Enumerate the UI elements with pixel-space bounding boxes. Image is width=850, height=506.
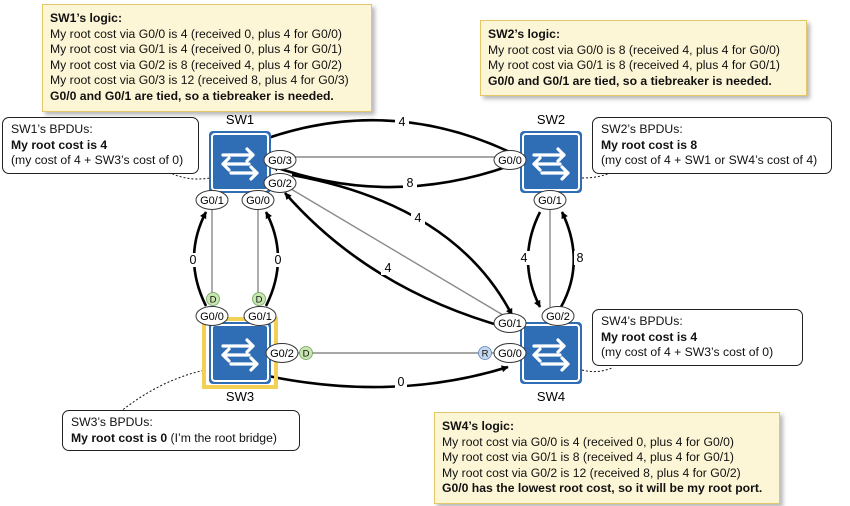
port-sw2-g01[interactable]: G0/1 <box>533 190 567 210</box>
sw4-logic-line: My root cost via G0/2 is 12 (received 8,… <box>442 465 741 480</box>
switch-sw3[interactable]: SW3 <box>202 317 278 404</box>
sw4-bpdus-callout: SW4’s BPDUs: My root cost is 4 (my cost … <box>592 309 803 366</box>
switch-sw2[interactable]: SW2 <box>518 112 584 195</box>
cost-label-sw4-to-sw1: 4 <box>385 261 392 275</box>
sw2-logic-note: SW2’s logic: My root cost via G0/0 is 8 … <box>480 20 807 97</box>
cost-label-sw1-to-sw2: 4 <box>399 115 406 129</box>
svg-text:G0/1: G0/1 <box>538 195 562 207</box>
port-sw3-g00[interactable]: G0/0 <box>195 306 229 326</box>
designated-port-badge-sw3-g00: D <box>206 292 220 306</box>
svg-text:G0/0: G0/0 <box>200 311 224 323</box>
sw2-bpdus-title: SW2’s BPDUs: <box>601 122 683 136</box>
port-sw4-g02[interactable]: G0/2 <box>541 306 575 326</box>
bpdu-arrow-sw4-to-sw1 <box>284 192 509 330</box>
port-sw1-g00[interactable]: G0/0 <box>241 190 275 210</box>
sw1-logic-line: My root cost via G0/0 is 4 (received 0, … <box>50 26 342 41</box>
svg-text:G0/2: G0/2 <box>546 311 570 323</box>
sw4-bpdus-title: SW4’s BPDUs: <box>601 314 683 328</box>
bpdu-arrow-sw1-to-sw4 <box>291 173 514 316</box>
port-sw4-g00[interactable]: G0/0 <box>493 343 527 363</box>
sw3-callout-leader <box>119 369 206 413</box>
sw2-logic-line: My root cost via G0/0 is 8 (received 4, … <box>488 42 780 57</box>
switch-sw4[interactable]: SW4 <box>518 320 584 404</box>
cost-label-sw3-to-sw1-g01: 0 <box>190 253 197 267</box>
designated-port-badge-sw3-g01: D <box>252 292 266 306</box>
svg-text:G0/1: G0/1 <box>498 318 522 330</box>
sw3-bpdus-cost-line: My root cost is 0 (I’m the root bridge) <box>71 431 291 447</box>
sw4-callout-leader <box>581 367 613 373</box>
svg-text:R: R <box>482 349 489 360</box>
cost-label-sw3-to-sw1-g00: 0 <box>275 253 282 267</box>
svg-text:D: D <box>256 295 263 306</box>
port-sw2-g00[interactable]: G0/0 <box>493 150 527 170</box>
sw3-bpdus-detail: (I’m the root bridge) <box>167 430 277 445</box>
svg-text:D: D <box>210 295 217 306</box>
cost-label-sw1-to-sw4: 4 <box>415 211 422 225</box>
sw1-logic-line: My root cost via G0/1 is 4 (received 0, … <box>50 42 342 57</box>
bpdu-arrow-sw2-to-sw1 <box>271 160 521 189</box>
sw1-bpdus-cost: My root cost is 4 <box>11 137 108 152</box>
sw4-logic-line: My root cost via G0/0 is 4 (received 0, … <box>442 434 734 449</box>
switch-sw2-label: SW2 <box>537 112 565 127</box>
switch-sw1-label: SW1 <box>226 112 254 127</box>
sw1-bpdus-detail: (my cost of 4 + SW3’s cost of 0) <box>11 153 184 168</box>
sw1-bpdus-title: SW1’s BPDUs: <box>11 122 93 136</box>
sw1-logic-note: SW1’s logic: My root cost via G0/0 is 4 … <box>42 4 372 112</box>
switch-sw1[interactable]: SW1 <box>207 112 273 195</box>
sw2-bpdus-cost: My root cost is 8 <box>601 137 698 152</box>
svg-text:G0/0: G0/0 <box>498 155 522 167</box>
sw2-logic-title: SW2’s logic: <box>488 27 561 41</box>
svg-text:D: D <box>303 349 310 360</box>
port-sw1-g01[interactable]: G0/1 <box>195 190 229 210</box>
port-sw3-g02[interactable]: G0/2 <box>265 343 299 363</box>
svg-text:G0/1: G0/1 <box>248 311 272 323</box>
sw1-logic-conclusion: G0/0 and G0/1 are tied, so a tiebreaker … <box>50 88 334 103</box>
link-sw1-sw4 <box>285 185 509 319</box>
svg-text:G0/0: G0/0 <box>246 195 270 207</box>
sw4-logic-title: SW4’s logic: <box>442 419 515 433</box>
switch-sw4-label: SW4 <box>537 389 565 404</box>
switch-sw3-label: SW3 <box>226 389 254 404</box>
sw2-bpdus-detail: (my cost of 4 + SW1 or SW4’s cost of 4) <box>601 153 818 168</box>
sw1-logic-line: My root cost via G0/2 is 8 (received 4, … <box>50 57 342 72</box>
cost-label-sw2-to-sw1: 8 <box>407 176 414 190</box>
sw4-logic-line: My root cost via G0/1 is 8 (received 4, … <box>442 450 734 465</box>
sw3-bpdus-cost: My root cost is 0 <box>71 430 168 445</box>
port-sw3-g01[interactable]: G0/1 <box>243 306 277 326</box>
sw1-logic-line: My root cost via G0/3 is 12 (received 8,… <box>50 73 349 88</box>
sw4-bpdus-cost: My root cost is 4 <box>601 329 698 344</box>
sw1-bpdus-callout: SW1’s BPDUs: My root cost is 4 (my cost … <box>2 117 199 174</box>
svg-text:G0/2: G0/2 <box>268 178 292 190</box>
cost-label-sw3-to-sw4: 0 <box>398 375 405 389</box>
sw2-bpdus-callout: SW2’s BPDUs: My root cost is 8 (my cost … <box>592 117 832 174</box>
port-sw1-g02[interactable]: G0/2 <box>263 173 297 193</box>
cost-label-sw2-to-sw4: 4 <box>521 251 528 265</box>
svg-text:G0/1: G0/1 <box>200 195 224 207</box>
sw4-logic-conclusion: G0/0 has the lowest root cost, so it wil… <box>442 481 763 496</box>
svg-text:G0/3: G0/3 <box>268 155 292 167</box>
svg-text:G0/2: G0/2 <box>270 348 294 360</box>
bpdu-arrow-sw1-to-sw2 <box>267 118 519 158</box>
designated-port-badge-sw3-g02: D <box>299 346 313 360</box>
sw3-bpdus-callout: SW3’s BPDUs: My root cost is 0 (I’m the … <box>62 410 300 452</box>
sw4-bpdus-detail: (my cost of 4 + SW3’s cost of 0) <box>601 345 774 360</box>
cost-label-sw4-to-sw2: 8 <box>577 251 584 265</box>
sw3-bpdus-title: SW3’s BPDUs: <box>71 415 153 429</box>
sw1-logic-title: SW1’s logic: <box>50 11 123 25</box>
svg-text:G0/0: G0/0 <box>498 348 522 360</box>
sw2-logic-line: My root cost via G0/1 is 8 (received 4, … <box>488 58 780 73</box>
root-port-badge-sw4-g00: R <box>478 346 492 360</box>
port-sw4-g01[interactable]: G0/1 <box>493 313 527 333</box>
port-sw1-g03[interactable]: G0/3 <box>263 150 297 170</box>
bpdu-arrow-sw3-to-sw4 <box>267 365 509 389</box>
sw2-logic-conclusion: G0/0 and G0/1 are tied, so a tiebreaker … <box>488 73 772 88</box>
sw4-logic-note: SW4’s logic: My root cost via G0/0 is 4 … <box>434 412 780 504</box>
bpdu-arrow-sw4-to-sw2 <box>559 211 575 308</box>
